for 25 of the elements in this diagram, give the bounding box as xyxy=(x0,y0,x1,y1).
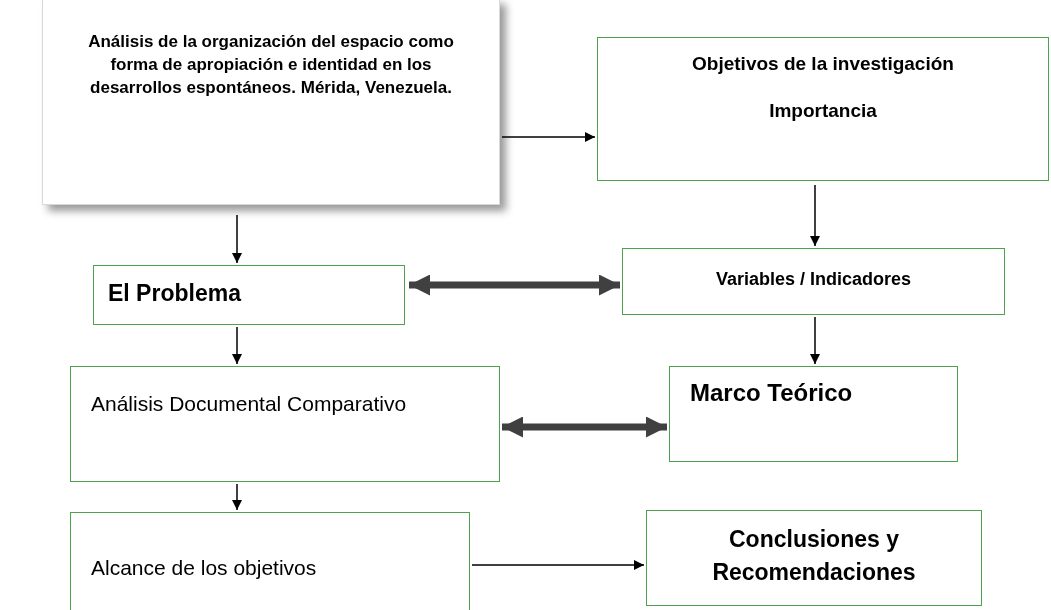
arrow xyxy=(471,560,645,570)
arrow xyxy=(232,326,242,365)
double-arrow xyxy=(502,416,667,438)
box-text: Variables / Indicadores xyxy=(715,269,912,291)
arrow xyxy=(810,316,820,365)
process-box xyxy=(646,510,982,606)
process-box xyxy=(70,512,470,610)
box-text: Marco Teórico xyxy=(690,379,853,408)
box-text: Importancia xyxy=(769,98,877,123)
box-text: Conclusiones y Recomendaciones xyxy=(711,525,917,588)
box-text: El Problema xyxy=(108,280,241,308)
process-box xyxy=(70,366,500,482)
process-box xyxy=(622,248,1005,315)
arrow xyxy=(501,132,596,142)
process-box xyxy=(597,37,1049,181)
box-text: Objetivos de la investigación xyxy=(692,52,954,76)
process-box xyxy=(93,265,405,325)
arrow xyxy=(232,214,242,264)
box-text: Alcance de los objetivos xyxy=(91,555,317,581)
box-text: Análisis de la organización del espacio como forma de apropiación e identidad en los desarrollos espontáneos. Mérida, Venezuela. xyxy=(87,31,455,99)
box-text: Análisis Documental Comparativo xyxy=(91,391,407,417)
process-box xyxy=(669,366,958,462)
arrow xyxy=(810,184,820,247)
title-box xyxy=(42,0,500,205)
arrow xyxy=(232,483,242,511)
